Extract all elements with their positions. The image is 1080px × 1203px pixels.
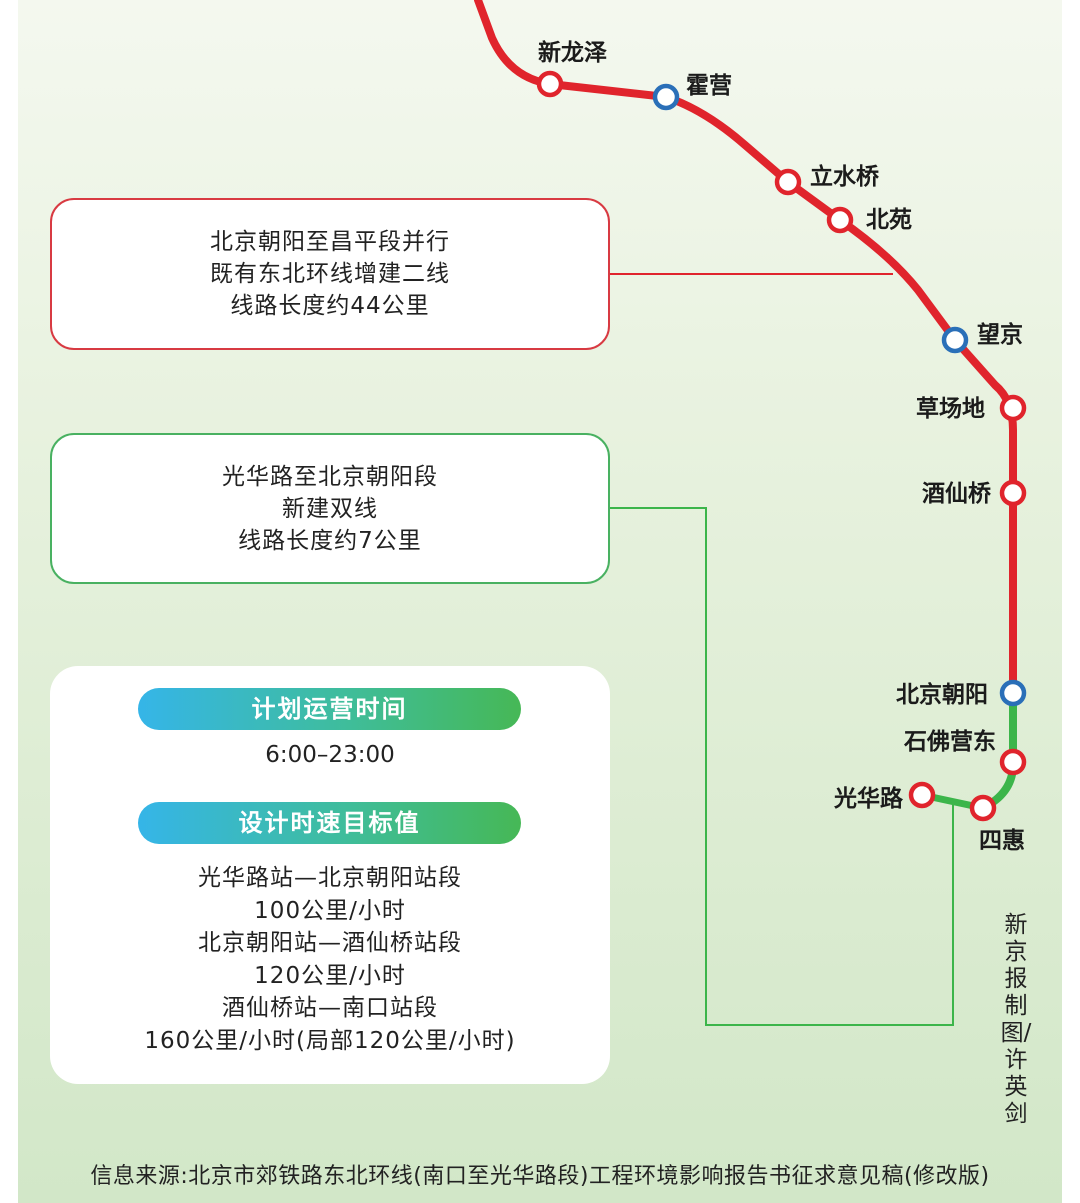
station-marker	[536, 70, 564, 98]
callout-line: 线路长度约7公里	[238, 527, 422, 554]
existing-line	[474, 0, 1017, 697]
station-label: 石佛营东	[903, 728, 996, 755]
operating-hours-title: 计划运营时间	[138, 688, 521, 730]
station-label: 北京朝阳	[896, 681, 988, 708]
callout-line: 北京朝阳至昌平段并行	[210, 229, 450, 255]
source-note: 信息来源:北京市郊铁路东北环线(南口至光华路段)工程环境影响报告书征求意见稿(修…	[90, 1164, 990, 1189]
station-marker	[969, 794, 997, 822]
schedule-panel: 计划运营时间 6:00–23:00 设计时速目标值 光华路站—北京朝阳站段 10…	[50, 666, 610, 1084]
operating-hours: 6:00–23:00	[265, 742, 395, 768]
callout-line: 光华路至北京朝阳段	[222, 463, 438, 490]
speed-line: 160公里/小时(局部120公里/小时)	[144, 1027, 516, 1054]
station-marker	[999, 479, 1027, 507]
station-marker	[999, 748, 1027, 776]
station-marker	[826, 206, 854, 234]
speed-line: 北京朝阳站—酒仙桥站段	[198, 930, 462, 956]
callout-line: 新建双线	[282, 495, 378, 522]
station-label: 立水桥	[810, 163, 880, 190]
station-marker	[908, 781, 936, 809]
callout-line: 线路长度约44公里	[230, 293, 430, 319]
station-label: 新龙泽	[538, 39, 607, 66]
station-label: 光华路	[833, 785, 904, 812]
speed-line: 100公里/小时	[254, 897, 406, 924]
graphic-credit: 新京报制图/许英剑	[1000, 912, 1032, 1127]
station-marker	[999, 394, 1027, 422]
station-label: 草场地	[916, 395, 985, 422]
existing-segment-callout: 北京朝阳至昌平段并行 既有东北环线增建二线 线路长度约44公里	[50, 198, 610, 350]
station-label: 四惠	[979, 827, 1025, 854]
speed-line: 光华路站—北京朝阳站段	[198, 865, 462, 891]
callout-line: 既有东北环线增建二线	[210, 261, 450, 287]
design-speed-list: 光华路站—北京朝阳站段 100公里/小时 北京朝阳站—酒仙桥站段 120公里/小…	[50, 862, 610, 1057]
station-label: 北苑	[866, 206, 912, 233]
design-speed-title: 设计时速目标值	[138, 802, 521, 844]
station-label: 望京	[977, 321, 1023, 348]
new-segment-leader-line	[610, 507, 954, 1026]
speed-line: 酒仙桥站—南口站段	[222, 995, 438, 1021]
station-label: 酒仙桥	[922, 480, 992, 507]
transfer-station-marker	[941, 326, 969, 354]
transfer-station-marker	[652, 83, 680, 111]
transfer-station-marker	[999, 679, 1027, 707]
station-marker	[774, 168, 802, 196]
station-label: 霍营	[686, 72, 732, 99]
speed-line: 120公里/小时	[254, 962, 406, 989]
new-segment-callout: 光华路至北京朝阳段 新建双线 线路长度约7公里	[50, 433, 610, 584]
